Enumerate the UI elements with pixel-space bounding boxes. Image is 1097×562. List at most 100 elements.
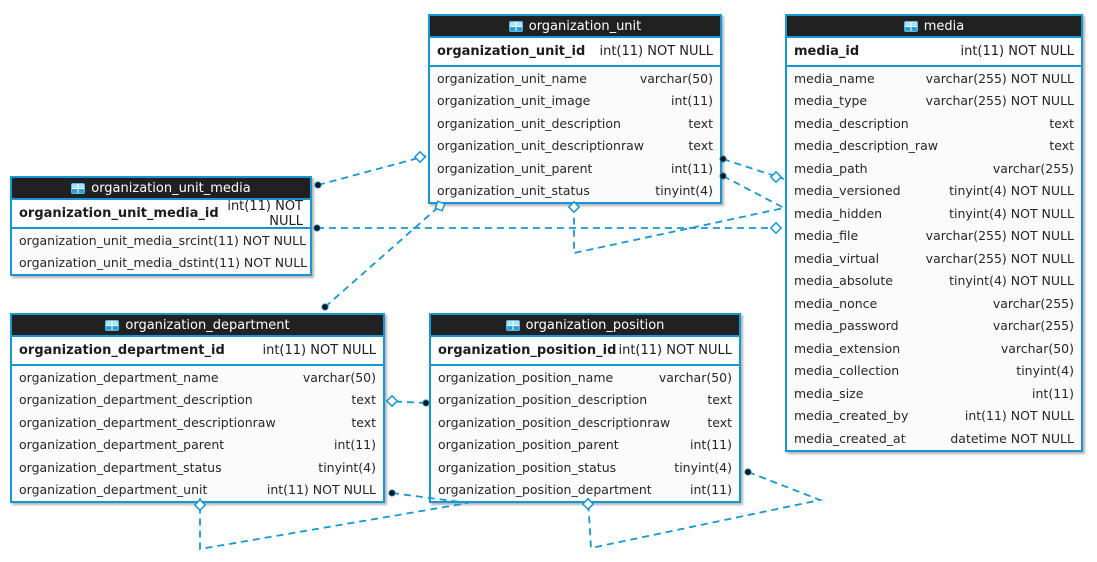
- column-type: text: [707, 414, 732, 430]
- column-row[interactable]: organization_position_descriptionraw tex…: [431, 411, 739, 434]
- table-header[interactable]: organization_unit_media: [12, 178, 310, 200]
- column-name: media_created_at: [794, 430, 906, 446]
- column-name: organization_position_description: [438, 392, 648, 408]
- primary-key-row[interactable]: media_id int(11) NOT NULL: [787, 38, 1081, 67]
- primary-key-row[interactable]: organization_position_id int(11) NOT NUL…: [431, 337, 739, 366]
- table-organization_department[interactable]: organization_department organization_dep…: [10, 313, 385, 503]
- column-row[interactable]: media_password varchar(255): [787, 315, 1081, 338]
- column-type: tinyint(4) NOT NULL: [949, 183, 1074, 199]
- table-title: organization_unit_media: [91, 180, 251, 196]
- column-row[interactable]: organization_position_status tinyint(4): [431, 456, 739, 479]
- column-name: organization_department_id: [19, 343, 225, 358]
- column-row[interactable]: organization_department_unit int(11) NOT…: [12, 479, 383, 502]
- primary-key-row[interactable]: organization_unit_id int(11) NOT NULL: [430, 38, 720, 67]
- column-row[interactable]: media_created_at datetime NOT NULL: [787, 427, 1081, 450]
- column-type: int(11): [671, 93, 713, 109]
- column-type: int(11) NOT NULL: [964, 408, 1074, 424]
- column-row[interactable]: organization_department_descriptionraw t…: [12, 411, 383, 434]
- column-row[interactable]: media_absolute tinyint(4) NOT NULL: [787, 270, 1081, 293]
- column-row[interactable]: organization_unit_media_src int(11) NOT …: [12, 229, 310, 252]
- primary-key-row[interactable]: organization_department_id int(11) NOT N…: [12, 337, 383, 366]
- column-row[interactable]: media_file varchar(255) NOT NULL: [787, 225, 1081, 248]
- column-row[interactable]: organization_department_name varchar(50): [12, 366, 383, 389]
- column-row[interactable]: media_nonce varchar(255): [787, 292, 1081, 315]
- relationship-line-organization_position-to-organization_department[interactable]: [385, 400, 427, 404]
- relationship-line-organization_department-self[interactable]: [199, 492, 469, 551]
- column-row[interactable]: media_extension varchar(50): [787, 337, 1081, 360]
- table-icon: [105, 319, 120, 331]
- column-type: int(11) NOT NULL: [262, 343, 376, 358]
- column-row[interactable]: organization_position_parent int(11): [431, 434, 739, 457]
- column-name: organization_position_status: [438, 459, 617, 475]
- table-header[interactable]: media: [787, 16, 1081, 38]
- column-row[interactable]: organization_department_status tinyint(4…: [12, 456, 383, 479]
- column-row[interactable]: media_versioned tinyint(4) NOT NULL: [787, 180, 1081, 203]
- column-name: media_collection: [794, 363, 900, 379]
- column-row[interactable]: organization_unit_name varchar(50): [430, 67, 720, 90]
- column-row[interactable]: media_name varchar(255) NOT NULL: [787, 67, 1081, 90]
- table-header[interactable]: organization_position: [431, 315, 739, 337]
- column-rows: organization_unit_media_src int(11) NOT …: [12, 229, 310, 274]
- column-row[interactable]: organization_department_description text: [12, 389, 383, 412]
- table-header[interactable]: organization_unit: [430, 16, 720, 38]
- column-name: organization_department_description: [19, 392, 253, 408]
- column-type: varchar(255): [992, 318, 1074, 334]
- column-row[interactable]: media_type varchar(255) NOT NULL: [787, 90, 1081, 113]
- table-organization_position[interactable]: organization_position organization_posit…: [429, 313, 741, 503]
- column-row[interactable]: media_description text: [787, 112, 1081, 135]
- table-media[interactable]: media media_id int(11) NOT NULL media_na…: [785, 14, 1083, 452]
- column-type: tinyint(4) NOT NULL: [949, 205, 1074, 221]
- column-row[interactable]: media_collection tinyint(4): [787, 360, 1081, 383]
- column-row[interactable]: organization_position_name varchar(50): [431, 366, 739, 389]
- column-row[interactable]: media_path varchar(255): [787, 157, 1081, 180]
- column-rows: organization_department_name varchar(50)…: [12, 366, 383, 501]
- column-name: media_created_by: [794, 408, 909, 424]
- column-name: media_absolute: [794, 273, 893, 289]
- column-row[interactable]: organization_position_description text: [431, 389, 739, 412]
- column-name: organization_position_parent: [438, 437, 619, 453]
- relationship-target-diamond[interactable]: [769, 170, 783, 184]
- relationship-line-organization_unit-to-media[interactable]: [722, 158, 785, 180]
- column-row[interactable]: organization_unit_descriptionraw text: [430, 135, 720, 158]
- column-name: organization_unit_descriptionraw: [437, 138, 644, 154]
- column-row[interactable]: organization_unit_media_dst int(11) NOT …: [12, 252, 310, 275]
- table-icon: [903, 20, 918, 32]
- column-row[interactable]: media_hidden tinyint(4) NOT NULL: [787, 202, 1081, 225]
- column-name: organization_department_name: [19, 369, 219, 385]
- column-name: media_virtual: [794, 250, 880, 266]
- relationship-line-organization_department-to-organization_unit[interactable]: [324, 202, 444, 308]
- column-type: varchar(255) NOT NULL: [925, 250, 1074, 266]
- column-type: datetime NOT NULL: [950, 430, 1074, 446]
- table-header[interactable]: organization_department: [12, 315, 383, 337]
- column-row[interactable]: media_size int(11): [787, 382, 1081, 405]
- column-row[interactable]: organization_position_department int(11): [431, 479, 739, 502]
- column-name: media_description: [794, 115, 909, 131]
- table-organization_unit[interactable]: organization_unit organization_unit_id i…: [428, 14, 722, 204]
- column-name: organization_unit_parent: [437, 160, 593, 176]
- column-type: varchar(50): [302, 369, 376, 385]
- column-name: media_extension: [794, 340, 901, 356]
- relationship-line-organization_position-self[interactable]: [587, 471, 824, 550]
- column-type: varchar(255): [992, 160, 1074, 176]
- column-type: tinyint(4): [1016, 363, 1074, 379]
- column-row[interactable]: organization_unit_parent int(11): [430, 157, 720, 180]
- table-icon: [508, 20, 523, 32]
- column-type: text: [1049, 115, 1074, 131]
- column-rows: organization_position_name varchar(50) o…: [431, 366, 739, 501]
- column-row[interactable]: media_created_by int(11) NOT NULL: [787, 405, 1081, 428]
- table-organization_unit_media[interactable]: organization_unit_media organization_uni…: [10, 176, 312, 276]
- column-row[interactable]: organization_unit_status tinyint(4): [430, 180, 720, 203]
- primary-key-row[interactable]: organization_unit_media_id int(11) NOT N…: [12, 199, 310, 229]
- column-row[interactable]: organization_unit_image int(11): [430, 90, 720, 113]
- column-row[interactable]: media_virtual varchar(255) NOT NULL: [787, 247, 1081, 270]
- relationship-line-unit_media-to-organization_unit[interactable]: [317, 155, 427, 186]
- column-row[interactable]: organization_department_parent int(11): [12, 434, 383, 457]
- column-name: organization_position_name: [438, 369, 614, 385]
- column-row[interactable]: organization_unit_description text: [430, 112, 720, 135]
- column-row[interactable]: media_description_raw text: [787, 135, 1081, 158]
- column-type: int(11): [690, 482, 732, 498]
- column-name: organization_unit_media_dst: [19, 255, 198, 271]
- column-type: text: [351, 392, 376, 408]
- column-type: int(11) NOT NULL: [197, 255, 308, 271]
- column-name: organization_unit_id: [437, 44, 586, 59]
